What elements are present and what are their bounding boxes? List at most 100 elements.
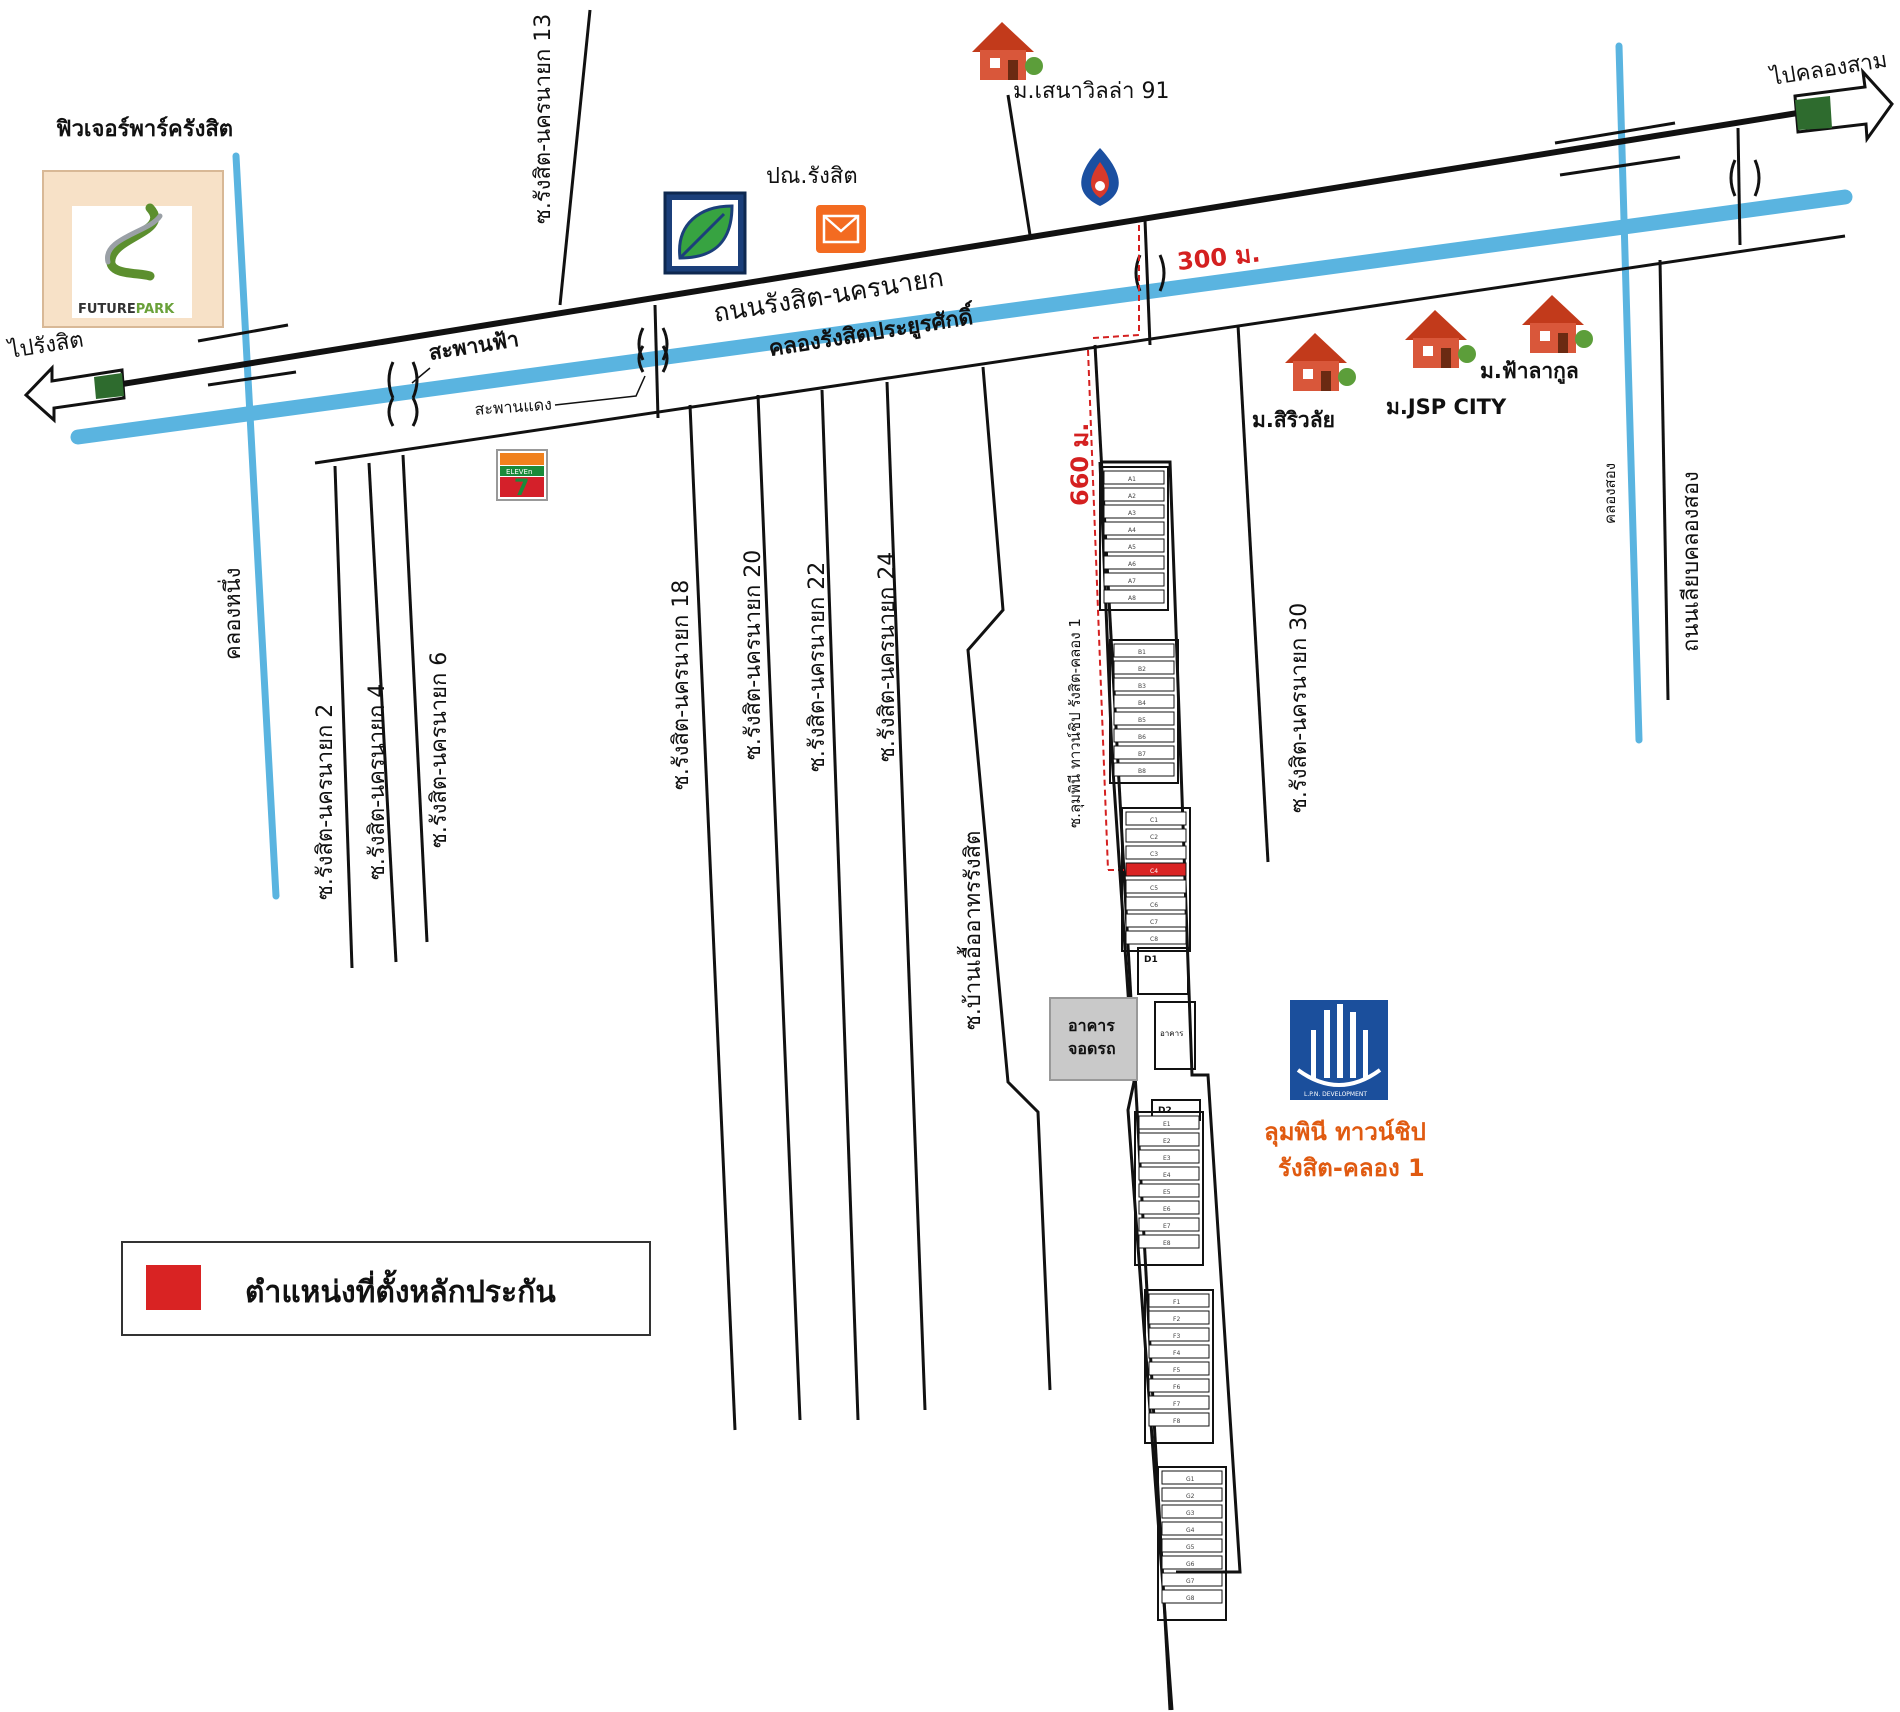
building-unit-label: C1: [1150, 817, 1158, 824]
label-soi-20: ซ.รังสิต-นครนายก 20: [741, 550, 766, 760]
road-liap-khlong-song: [1658, 259, 1670, 701]
building-unit: [1148, 1344, 1210, 1359]
building-unit: [1113, 745, 1175, 760]
label-soi-18: ซ.รังสิต-นครนายก 18: [669, 580, 694, 790]
label-khlong-nueng: คลองหนึ่ง: [217, 568, 246, 660]
building-unit: [1148, 1361, 1210, 1376]
building-unit-label: E7: [1163, 1223, 1171, 1230]
building-unit-label: E5: [1163, 1189, 1171, 1196]
building-unit-label: G5: [1186, 1544, 1195, 1551]
post-office-label: ปณ.รังสิต: [766, 164, 858, 189]
building-unit: [1148, 1412, 1210, 1427]
building-unit: [1125, 879, 1187, 894]
project-name-line1: ลุมพินี ทาวน์ชิป: [1264, 1118, 1426, 1148]
building-unit: [1161, 1521, 1223, 1536]
building-unit-label: F5: [1173, 1367, 1180, 1374]
village-senavilla-label: ม.เสนาวิลล่า 91: [1013, 79, 1170, 104]
building-unit: [1161, 1555, 1223, 1570]
arrow-to-rangsit: [23, 364, 126, 424]
small-building-label: อาคาร: [1160, 1029, 1184, 1038]
building-unit: [1103, 487, 1165, 502]
building-unit-label: C5: [1150, 885, 1158, 892]
label-soi-lumpini: ซ.ลุมพินี ทาวน์ชิป รังสิต-คลอง 1: [1066, 618, 1085, 828]
building-unit: [1138, 1132, 1200, 1147]
canals: [70, 42, 1853, 900]
road-soi-18: [688, 404, 737, 1431]
block-b: [1109, 639, 1179, 784]
future-park-logo-text-a: FUTURE: [78, 302, 136, 317]
building-unit: [1125, 913, 1187, 928]
building-unit-label: E3: [1163, 1155, 1171, 1162]
label-khlong-song: คลองสอง: [1601, 463, 1619, 524]
building-unit: [1138, 1234, 1200, 1249]
seven-eleven-text: ELEVEn: [506, 468, 532, 476]
distance-660-label: 660 ม.: [1066, 423, 1094, 506]
township-site-outline: [1098, 460, 1242, 1711]
building-unit: [1103, 538, 1165, 553]
arrow-to-khlong-sam: [1793, 67, 1894, 144]
building-unit-label: A1: [1128, 476, 1136, 483]
building-unit-label: G8: [1186, 1595, 1195, 1602]
road-soi-30: [1236, 324, 1270, 863]
block-f: [1144, 1289, 1214, 1444]
post-office-icon: [816, 205, 866, 253]
canal-rangsit-prayoonsak: [70, 189, 1853, 445]
collateral-unit: [1125, 862, 1187, 877]
building-unit: [1113, 728, 1175, 743]
building-unit: [1138, 1115, 1200, 1130]
building-unit-label: B5: [1138, 717, 1146, 724]
building-unit-label: C3: [1150, 851, 1158, 858]
building-unit: [1125, 811, 1187, 826]
lpn-logo: L.P.N. DEVELOPMENT: [1290, 1000, 1388, 1100]
legend: ตำแหน่งที่ตั้งหลักประกัน: [121, 1241, 651, 1336]
building-unit: [1103, 521, 1165, 536]
label-soi-6: ซ.รังสิต-นครนายก 6: [427, 652, 452, 848]
building-unit: [1148, 1378, 1210, 1393]
parking-label-2: จอดรถ: [1068, 1039, 1116, 1058]
building-unit-label: C4: [1150, 868, 1158, 875]
building-unit-label: A7: [1128, 578, 1136, 585]
building-unit: [1125, 930, 1187, 945]
skybridge-leader: [411, 367, 431, 384]
road-soi-22: [820, 389, 860, 1421]
bridge-khlong-nueng: [197, 323, 297, 387]
svg-text:FUTUREPARK: FUTUREPARK: [78, 302, 175, 317]
building-unit-label: A3: [1128, 510, 1136, 517]
road-east-north: [1736, 127, 1742, 246]
block-c: [1121, 807, 1191, 952]
building-unit: [1125, 828, 1187, 843]
building-unit: [1148, 1293, 1210, 1308]
canal-khlong-nueng: [232, 152, 280, 900]
building-unit-label: E2: [1163, 1138, 1171, 1145]
building-unit: [1161, 1538, 1223, 1553]
label-soi-22: ซ.รังสิต-นครนายก 22: [805, 562, 830, 772]
block-d2-label: D2: [1158, 1106, 1172, 1116]
building-unit: [1113, 677, 1175, 692]
building-unit-label: B8: [1138, 768, 1146, 775]
building-unit-label: B4: [1138, 700, 1146, 707]
house-icon: [1285, 333, 1356, 391]
building-unit: [1113, 643, 1175, 658]
unit-rows: A1A2A3A4A5A6A7A8B1B2B3B4B5B6B7B8C1C2C3C4…: [1103, 470, 1223, 1604]
block-a: [1099, 466, 1169, 611]
building-unit: [1103, 504, 1165, 519]
bangchak-station-icon: [663, 191, 747, 275]
building-unit: [1125, 896, 1187, 911]
village-siriwalai-label: ม.สิริวลัย: [1252, 408, 1335, 432]
road-soi-20: [756, 394, 802, 1421]
block-e: [1134, 1111, 1204, 1266]
building-unit: [1138, 1166, 1200, 1181]
building-unit: [1161, 1487, 1223, 1502]
parking-building: อาคาร จอดรถ: [1049, 997, 1138, 1081]
block-g: [1157, 1466, 1227, 1621]
main-road: [109, 108, 1846, 465]
block-d1-label: D1: [1144, 955, 1158, 965]
building-unit-label: A6: [1128, 561, 1136, 568]
distance-660: [1087, 349, 1128, 871]
bridge-khlong-song: [1554, 121, 1681, 177]
lpn-text: L.P.N. DEVELOPMENT: [1304, 1091, 1367, 1098]
road-ban-uea-arthorn: [966, 366, 1052, 1391]
village-jsp-label: ม.JSP CITY: [1386, 395, 1507, 419]
legend-swatch: [146, 1265, 201, 1310]
